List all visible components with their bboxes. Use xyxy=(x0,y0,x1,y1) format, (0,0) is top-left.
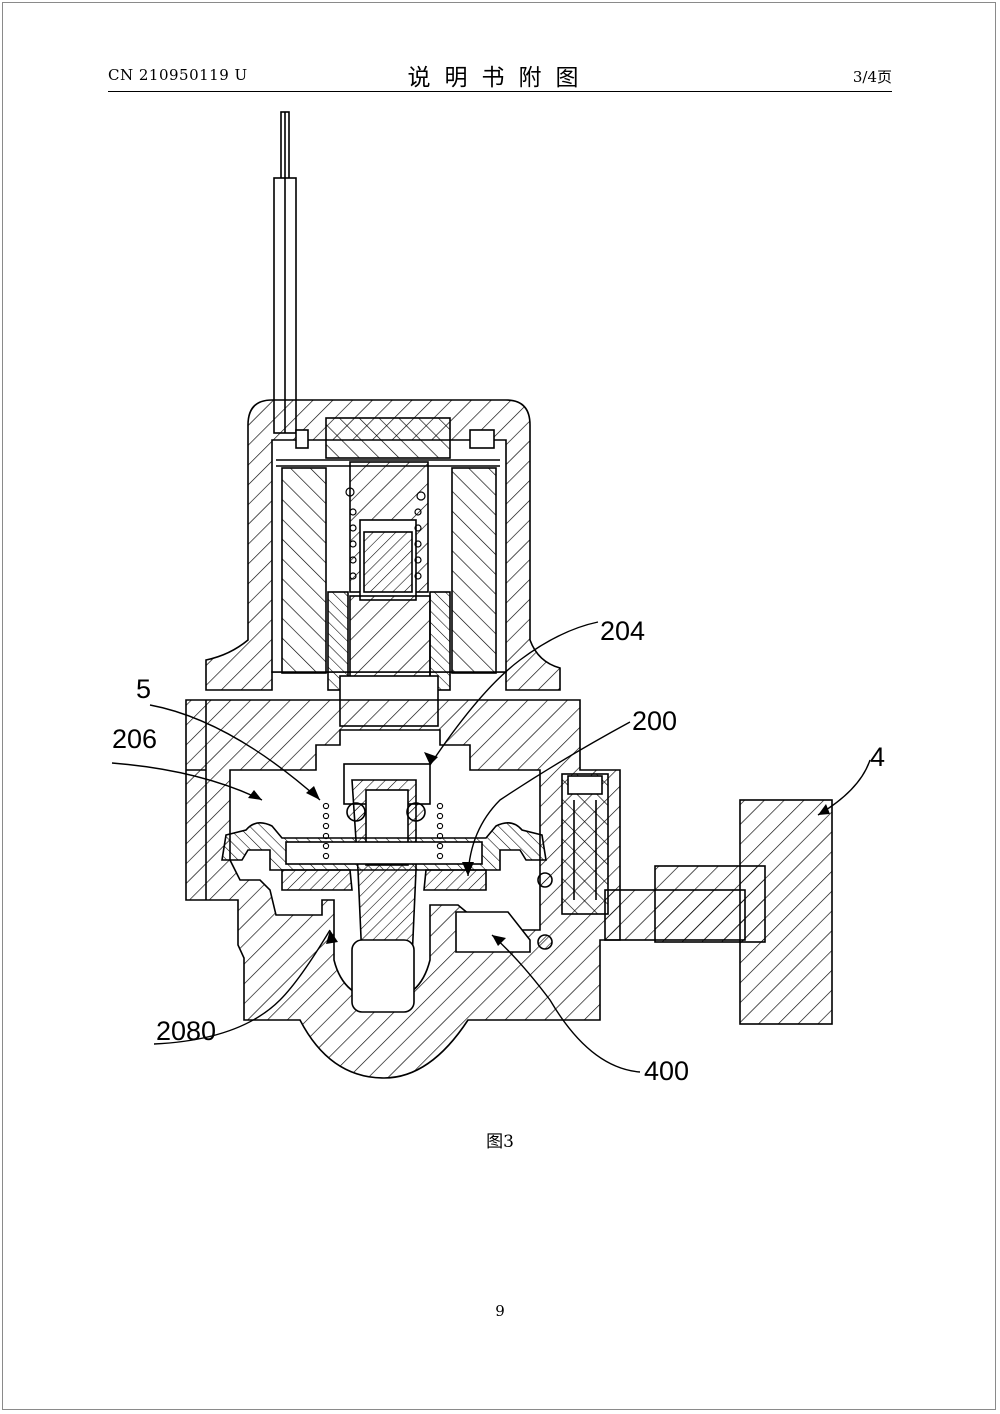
label-200: 200 xyxy=(632,706,677,736)
page-number: 9 xyxy=(495,1302,505,1320)
plunger-spring xyxy=(345,487,426,580)
page-title: 说明书附图 xyxy=(407,65,593,91)
handle-knob xyxy=(604,799,833,1025)
leader-lines xyxy=(111,621,871,1073)
sheet-number: 3/4页 xyxy=(852,68,892,86)
wire-lead xyxy=(273,111,297,434)
label-206: 206 xyxy=(112,724,157,754)
part-labels: 204 5 200 206 4 2080 400 xyxy=(112,616,885,1086)
figure-caption: 图3 xyxy=(486,1132,514,1152)
patent-number: CN 210950119 U xyxy=(108,66,248,84)
label-204: 204 xyxy=(600,616,645,646)
cap-housing xyxy=(205,399,561,727)
header-rule xyxy=(108,91,892,92)
label-400: 400 xyxy=(644,1056,689,1086)
label-2080: 2080 xyxy=(156,1016,216,1046)
arrowheads xyxy=(248,752,830,946)
label-5: 5 xyxy=(136,674,151,704)
label-4: 4 xyxy=(870,742,885,772)
